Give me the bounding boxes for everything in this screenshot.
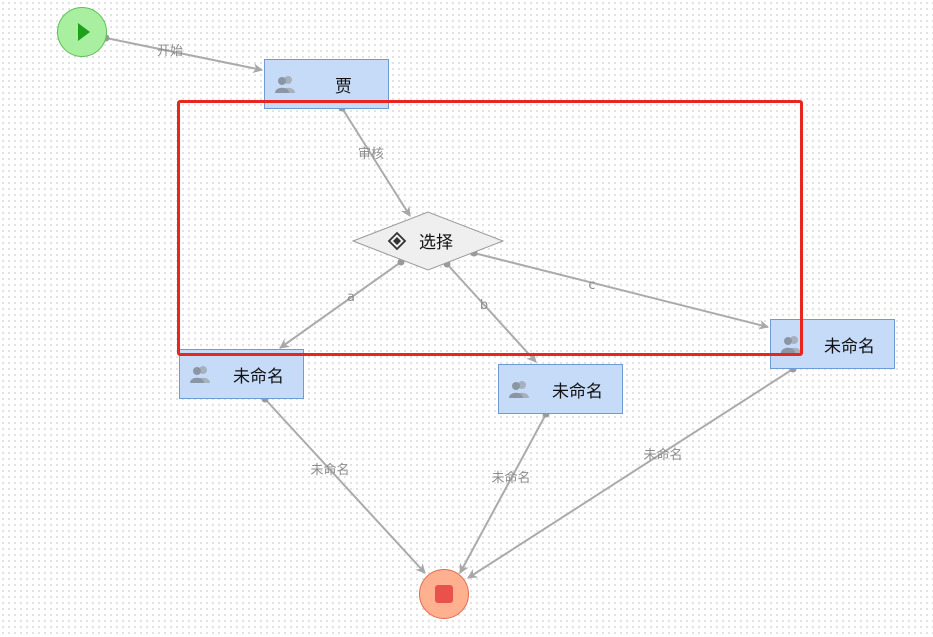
edge-label-a: a xyxy=(347,290,355,305)
start-event[interactable] xyxy=(57,7,107,57)
users-icon xyxy=(509,381,529,398)
edge-gateway-to-c[interactable] xyxy=(473,252,769,330)
edge-label-a-end: 未命名 xyxy=(310,462,349,478)
task-label: 贾 xyxy=(335,76,352,97)
users-icon xyxy=(190,366,210,383)
edge-label-c-end: 未命名 xyxy=(643,447,682,463)
gateway-icon xyxy=(387,231,407,251)
edge-c-to-end[interactable] xyxy=(467,368,794,579)
edge-label-c: c xyxy=(588,278,595,293)
play-icon xyxy=(78,23,90,41)
task-top[interactable]: 贾 xyxy=(264,59,389,109)
stop-icon xyxy=(435,585,453,603)
edge-label-b: b xyxy=(480,298,488,313)
task-c[interactable]: 未命名 xyxy=(770,319,895,369)
edge-gateway-to-a[interactable] xyxy=(279,261,402,349)
edge-b-to-end[interactable] xyxy=(459,413,547,574)
edge-label-review: 审核 xyxy=(358,147,384,162)
edge-start-to-top[interactable] xyxy=(105,37,263,74)
users-icon xyxy=(781,336,801,353)
edge-a-to-end[interactable] xyxy=(264,398,426,574)
edge-label-start: 开始 xyxy=(157,44,183,59)
edge-gateway-to-b[interactable] xyxy=(446,263,537,363)
users-icon xyxy=(275,76,295,93)
gateway-choice[interactable]: 选择 xyxy=(351,211,505,271)
gateway-label: 选择 xyxy=(419,233,453,253)
edge-label-b-end: 未命名 xyxy=(491,470,530,486)
task-b[interactable]: 未命名 xyxy=(498,364,623,414)
task-a[interactable]: 未命名 xyxy=(179,349,304,399)
edge-top-to-gateway[interactable] xyxy=(341,107,411,217)
task-label: 未命名 xyxy=(552,381,603,402)
end-event[interactable] xyxy=(419,569,469,619)
task-label: 未命名 xyxy=(233,366,284,387)
task-label: 未命名 xyxy=(824,336,875,357)
